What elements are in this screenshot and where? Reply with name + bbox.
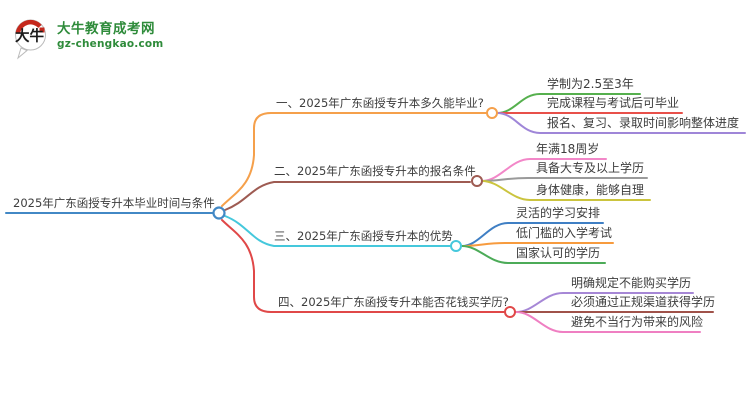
branch2-child3-label: 身体健康，能够自理: [536, 183, 645, 197]
logo-title: 大牛教育成考网: [57, 21, 155, 37]
edge-branch-3: [224, 215, 451, 247]
branch2-node-handle: [471, 175, 483, 187]
branch1-child1-label: 学制为2.5至3年: [547, 77, 634, 91]
branch2-label: 二、2025年广东函授专升本的报名条件: [274, 164, 476, 178]
edge-branch-4: [221, 219, 505, 313]
branch2-child2-label: 具备大专及以上学历: [536, 161, 645, 175]
edge-branch3-child3: [461, 245, 606, 264]
daniu-bubble-icon: 大牛: [15, 19, 46, 60]
edge-branch2-child2: [481, 177, 648, 182]
edge-branch1-child3: [496, 112, 746, 134]
site-logo: 大牛 大牛教育成考网 gz-chengkao.com: [12, 17, 163, 63]
edge-branch2-child3: [481, 180, 651, 201]
branch4-child3-label: 避免不当行为带来的风险: [571, 315, 704, 329]
edge-branch4-child3: [515, 311, 701, 333]
edge-branch-1: [221, 112, 487, 207]
branch2-child1-label: 年满18周岁: [536, 142, 600, 156]
logo-subtitle: gz-chengkao.com: [57, 38, 164, 50]
edge-branch-2: [224, 181, 471, 211]
branch4-node-handle: [504, 306, 516, 318]
branch3-child1-label: 灵活的学习安排: [516, 206, 601, 220]
branch4-child2-label: 必须通过正规渠道获得学历: [571, 295, 716, 309]
svg-text:大牛: 大牛: [15, 27, 44, 45]
branch1-child2-label: 完成课程与考试后可毕业: [547, 96, 680, 110]
root-node-handle: [212, 206, 226, 220]
branch3-label: 三、2025年广东函授专升本的优势: [274, 229, 453, 243]
branch1-label: 一、2025年广东函授专升本多久能毕业?: [276, 96, 484, 110]
branch1-node-handle: [486, 107, 498, 119]
root-node-label: 2025年广东函授专升本毕业时间与条件: [13, 196, 215, 210]
branch1-child3-label: 报名、复习、录取时间影响整体进度: [547, 116, 740, 130]
branch3-node-handle: [450, 240, 462, 252]
branch3-child2-label: 低门槛的入学考试: [516, 226, 613, 240]
branch4-label: 四、2025年广东函授专升本能否花钱买学历?: [278, 295, 509, 309]
branch4-child1-label: 明确规定不能购买学历: [571, 276, 692, 290]
branch3-child3-label: 国家认可的学历: [516, 246, 601, 260]
